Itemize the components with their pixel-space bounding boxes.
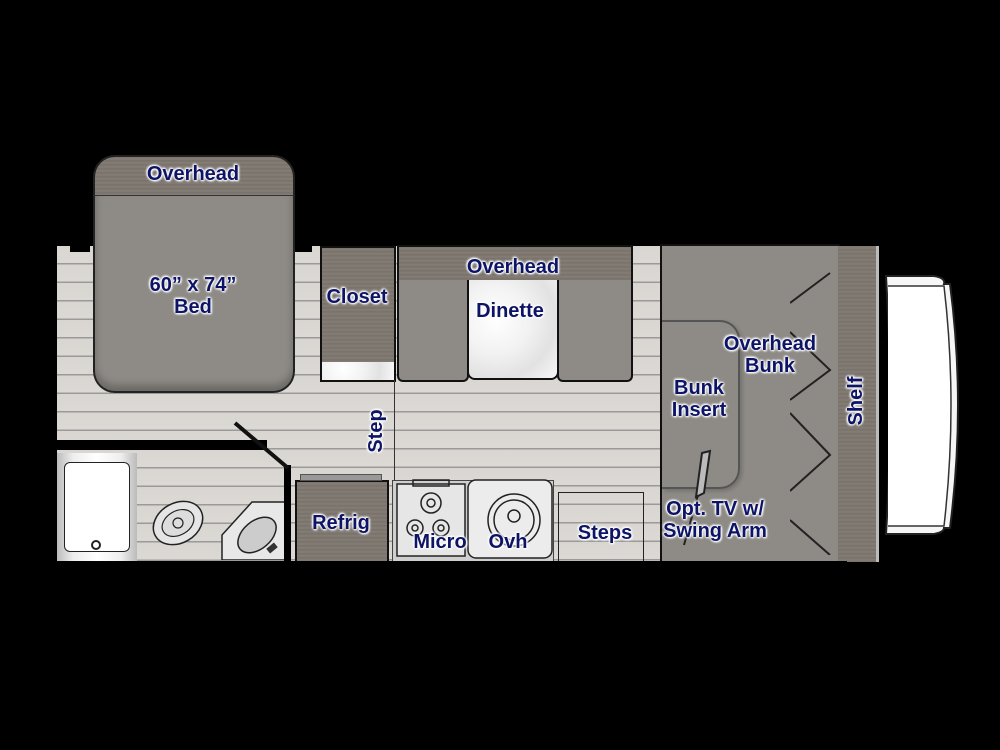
closet-label: Closet xyxy=(326,286,388,308)
dinette-table xyxy=(467,280,559,380)
cooktop-icon xyxy=(396,479,466,557)
floor-notch-left xyxy=(70,240,90,252)
floor-notch-right xyxy=(292,240,312,252)
bath-sink-icon xyxy=(221,501,287,560)
bunk-insert-label-1: Bunk xyxy=(674,377,724,399)
step-divider xyxy=(394,380,395,560)
refrigerator-top xyxy=(300,474,382,481)
bed xyxy=(93,195,295,393)
dinette-overhead-label: Overhead xyxy=(466,256,560,278)
dinette-seat-left xyxy=(397,280,469,382)
refrigerator xyxy=(295,480,389,565)
windshield xyxy=(884,275,959,535)
overhead-bunk xyxy=(660,244,840,566)
tv-label-2: Swing Arm xyxy=(663,520,767,542)
bath-door-icon xyxy=(233,421,290,470)
bath-wall-top xyxy=(57,440,267,450)
micro-label: Micro xyxy=(413,531,467,553)
dinette-label: Dinette xyxy=(476,300,544,322)
ovh-label: Ovh xyxy=(488,531,528,553)
refrig-label: Refrig xyxy=(312,512,370,534)
bed-overhead-label: Overhead xyxy=(146,163,240,185)
shower-pan xyxy=(64,462,130,552)
shelf-label: Shelf xyxy=(845,376,867,426)
tv-swing-arm-icon xyxy=(683,449,712,546)
toilet-icon xyxy=(152,500,204,546)
outer-wall-bottom xyxy=(57,561,847,573)
steps-label: Steps xyxy=(577,522,633,544)
bed-size-label: 60” x 74” xyxy=(149,274,237,296)
bed-overhead xyxy=(93,155,295,197)
outer-wall-left xyxy=(50,240,57,570)
shower-drain-icon xyxy=(91,540,101,550)
overhead-bunk-label-2: Bunk xyxy=(745,355,795,377)
dinette-overhead xyxy=(397,245,633,282)
bed-label: Bed xyxy=(174,296,212,318)
bunk-insert-label-2: Insert xyxy=(671,399,727,421)
kitchen-sink-icon xyxy=(467,479,553,559)
closet xyxy=(320,246,396,364)
overhead-bunk-label-1: Overhead xyxy=(723,333,817,355)
closet-counter xyxy=(320,362,396,382)
bath-wall-right xyxy=(284,465,291,561)
dinette-seat-right xyxy=(557,280,633,382)
shelf xyxy=(838,246,879,562)
tv-label-1: Opt. TV w/ xyxy=(666,498,764,520)
step-label: Step xyxy=(365,409,387,453)
bunk-hinge-lines xyxy=(790,272,832,555)
